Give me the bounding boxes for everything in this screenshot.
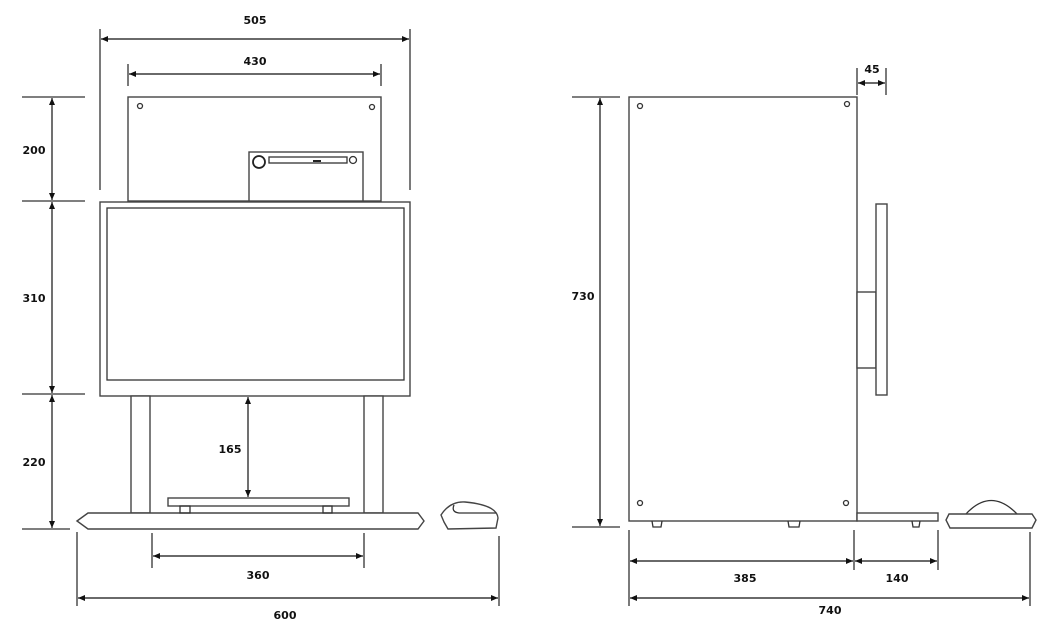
mouse-front <box>440 501 499 530</box>
front-view: 505 430 200 310 220 165 360 600 <box>22 14 500 622</box>
dim-label-430: 430 <box>244 55 267 68</box>
dim-label-360: 360 <box>247 569 270 582</box>
dim-label-600: 600 <box>274 609 297 622</box>
monitor-side <box>856 203 888 396</box>
dim-label-220: 220 <box>23 456 46 469</box>
dim-label-730: 730 <box>572 290 595 303</box>
dim-label-200: 200 <box>23 144 46 157</box>
dim-label-385: 385 <box>734 572 757 585</box>
dim-label-740: 740 <box>819 604 842 617</box>
keyboard-side <box>945 500 1037 529</box>
keyboard-front <box>167 497 350 514</box>
dim-label-505: 505 <box>244 14 267 27</box>
monitor-front <box>99 201 411 397</box>
base-plate <box>75 512 425 530</box>
cabinet-side <box>628 96 858 528</box>
dimension-lines-front <box>22 29 500 606</box>
dim-label-310: 310 <box>23 292 46 305</box>
power-button-icon <box>252 155 266 169</box>
dim-label-140: 140 <box>886 572 909 585</box>
dim-label-45: 45 <box>864 63 879 76</box>
dim-label-165: 165 <box>219 443 242 456</box>
side-view: 730 45 385 140 740 <box>572 63 1037 617</box>
dimension-lines-side <box>572 68 1031 606</box>
pc-unit <box>248 151 364 202</box>
keyboard-tray-side <box>856 512 939 528</box>
legs <box>130 395 384 514</box>
